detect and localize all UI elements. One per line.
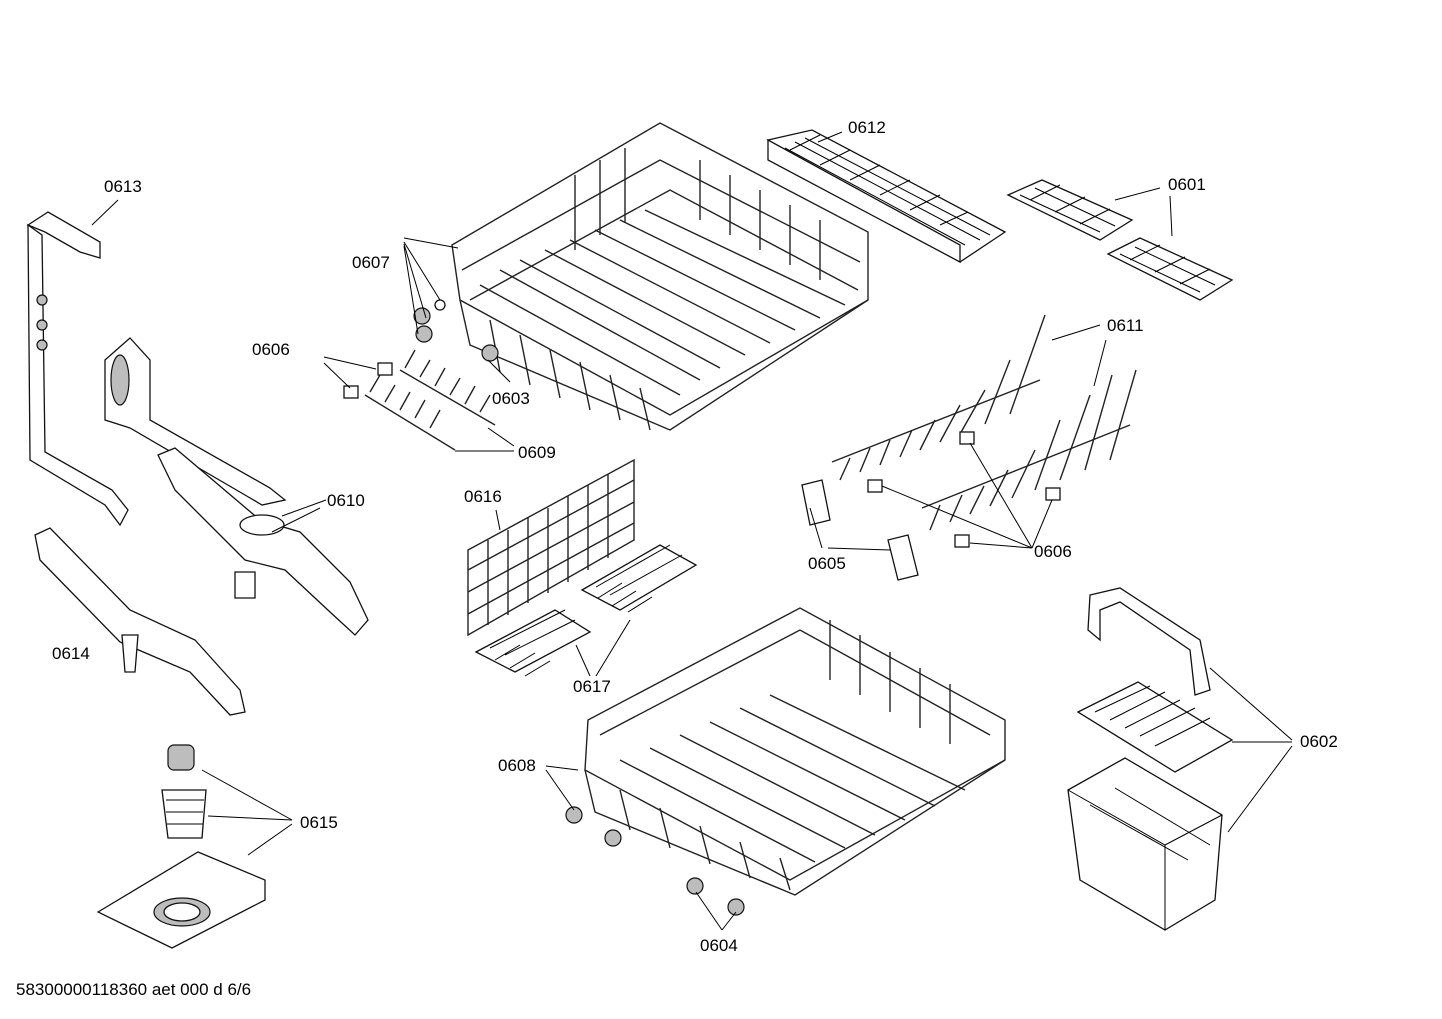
tine-row-left <box>343 349 496 451</box>
label-0606-right: 0606 <box>1034 542 1072 561</box>
label-0602: 0602 <box>1300 732 1338 751</box>
label-0604: 0604 <box>700 936 738 955</box>
label-0601: 0601 <box>1168 175 1206 194</box>
cup-racks <box>474 544 698 677</box>
supply-pipe <box>26 211 129 527</box>
label-0605: 0605 <box>808 554 846 573</box>
label-0611: 0611 <box>1107 316 1144 335</box>
grid-insert <box>467 458 635 637</box>
label-0609: 0609 <box>518 443 556 462</box>
tine-rows-right <box>801 314 1137 581</box>
part-labels: 0612 0613 0601 0607 0611 0606 0603 0609 … <box>52 118 1338 955</box>
label-0614: 0614 <box>52 644 90 663</box>
label-0615: 0615 <box>300 813 338 832</box>
label-0606-left: 0606 <box>252 340 290 359</box>
label-0608: 0608 <box>498 756 536 775</box>
label-0617: 0617 <box>573 677 611 696</box>
label-0607: 0607 <box>352 253 390 272</box>
lower-spray-arm <box>34 527 246 716</box>
label-0613: 0613 <box>104 177 142 196</box>
label-0610: 0610 <box>327 491 365 510</box>
lower-basket <box>565 607 1006 916</box>
label-0612: 0612 <box>848 118 886 137</box>
drawing-code: 58300000118360 aet 000 d 6/6 <box>16 980 252 999</box>
leader-lines <box>91 131 1293 931</box>
cutlery-tray <box>766 129 1007 264</box>
fold-down-racks <box>1006 179 1234 301</box>
upper-basket <box>451 122 869 431</box>
upper-wheels <box>413 299 499 362</box>
label-0616: 0616 <box>464 487 502 506</box>
upper-spray-arm <box>157 447 369 636</box>
filter-assembly <box>96 744 266 949</box>
cutlery-basket <box>1067 587 1234 931</box>
label-0603: 0603 <box>492 389 530 408</box>
upper-supply-tube <box>104 337 287 506</box>
